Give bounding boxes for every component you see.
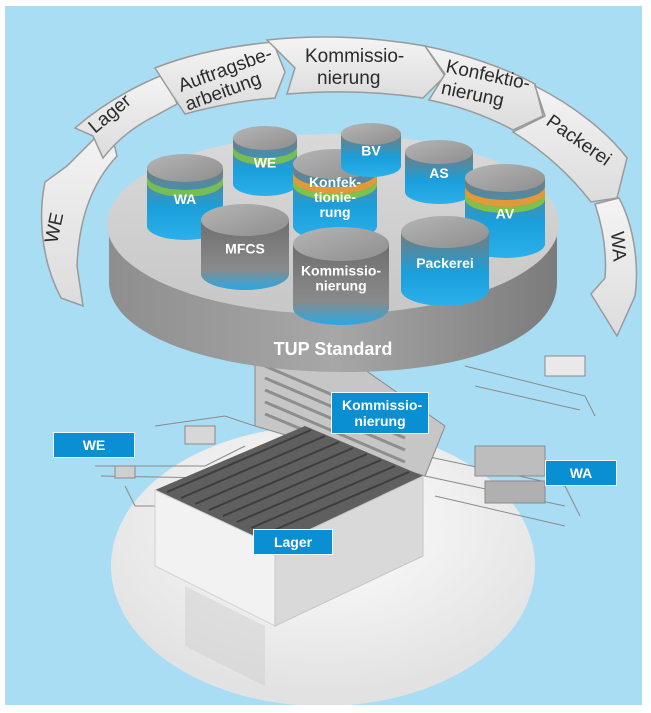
label-lager: Lager: [253, 529, 333, 555]
module-konfektionierung-label-line: tionie-: [314, 189, 356, 205]
storage-block: [154, 426, 424, 686]
module-bv-label-line: BV: [361, 143, 381, 159]
arc-segment-packerei: [511, 84, 628, 203]
module-konfektionierung-label: Konfek-tionie-rung: [309, 174, 361, 220]
module-av-label-line: AV: [496, 205, 515, 221]
module-as: AS: [405, 140, 473, 204]
module-av-top: [465, 164, 545, 192]
module-we: WE: [233, 126, 297, 196]
module-kommissionierung-side: [293, 244, 389, 325]
module-we-side: [233, 138, 297, 196]
module-av-label: AV: [496, 205, 515, 221]
arc-segment-konfektionierung: [423, 44, 544, 131]
label-we: WE: [53, 432, 135, 458]
label-kommissionierung: Kommissio- nierung: [331, 392, 429, 434]
module-bv-top: [341, 123, 401, 145]
module-we-top: [233, 126, 297, 150]
module-kommissionierung-label-line: Kommissio-: [301, 263, 381, 279]
module-konfektionierung-band-2: [293, 179, 377, 200]
module-kommissionierung-label-line: nierung: [315, 278, 366, 294]
arc-label-kommissionierung: Kommissio- nierung: [305, 46, 410, 89]
module-as-label: AS: [429, 165, 448, 181]
platform-modules: WAWEKonfek-tionie-rungBVASAVMFCSKommissi…: [147, 123, 545, 325]
module-packerei-label-line: Packerei: [416, 255, 474, 271]
module-wa-band: [147, 176, 223, 197]
module-mfcs-side: [201, 220, 289, 290]
module-konfektionierung-band: [293, 172, 377, 194]
arc-segment-we: [40, 122, 118, 308]
module-bv: BV: [341, 123, 401, 177]
module-wa-label-line: WA: [174, 191, 197, 207]
arc-segment-kommissionierung: [265, 36, 446, 99]
arc-segment-auftrag: [153, 41, 286, 115]
arc-komm-line-1: Kommissio-: [305, 46, 404, 67]
module-packerei-side: [401, 232, 489, 306]
module-mfcs-label-line: MFCS: [225, 241, 265, 257]
platform-title: TUP Standard: [274, 339, 393, 359]
module-kommissionierung-top: [293, 227, 389, 261]
module-wa-top: [147, 154, 223, 182]
conveyors-right: [424, 355, 596, 527]
module-packerei-label: Packerei: [416, 255, 474, 271]
module-konfektionierung-label-line: Konfek-: [309, 174, 361, 190]
module-av-band: [465, 186, 545, 207]
module-we-label-line: WE: [254, 154, 277, 170]
tup-diagram: WE Lager Auftragsbe- arbeitung Kommissio…: [40, 36, 638, 705]
arc-label-wa: WA: [606, 231, 630, 263]
module-mfcs-label: MFCS: [225, 241, 265, 257]
arc-segment-lager: [73, 73, 178, 160]
module-as-side: [405, 152, 473, 204]
module-packerei: Packerei: [401, 216, 489, 306]
module-as-label-line: AS: [429, 165, 448, 181]
module-mfcs-top: [201, 204, 289, 236]
module-we-band: [233, 146, 297, 165]
arc-segment-wa: [590, 197, 638, 338]
module-kommissionierung: Kommissio-nierung: [293, 227, 389, 325]
arc-komm-line-2: nierung: [317, 68, 380, 89]
module-kommissionierung-label: Kommissio-nierung: [301, 263, 381, 294]
module-konfektionierung-label-line: rung: [319, 204, 350, 220]
module-packerei-top: [401, 216, 489, 248]
module-mfcs: MFCS: [201, 204, 289, 290]
arc-wa-line-1: WA: [606, 231, 630, 263]
module-bv-label: BV: [361, 143, 381, 159]
module-we-label: WE: [254, 154, 277, 170]
module-av-band-2: [465, 193, 545, 213]
diagram-frame: WE Lager Auftragsbe- arbeitung Kommissio…: [5, 6, 642, 705]
module-as-top: [405, 140, 473, 164]
label-wa: WA: [545, 460, 617, 486]
module-bv-side: [341, 134, 401, 177]
module-konfektionierung-side: [293, 164, 377, 241]
module-wa-label: WA: [174, 191, 197, 207]
